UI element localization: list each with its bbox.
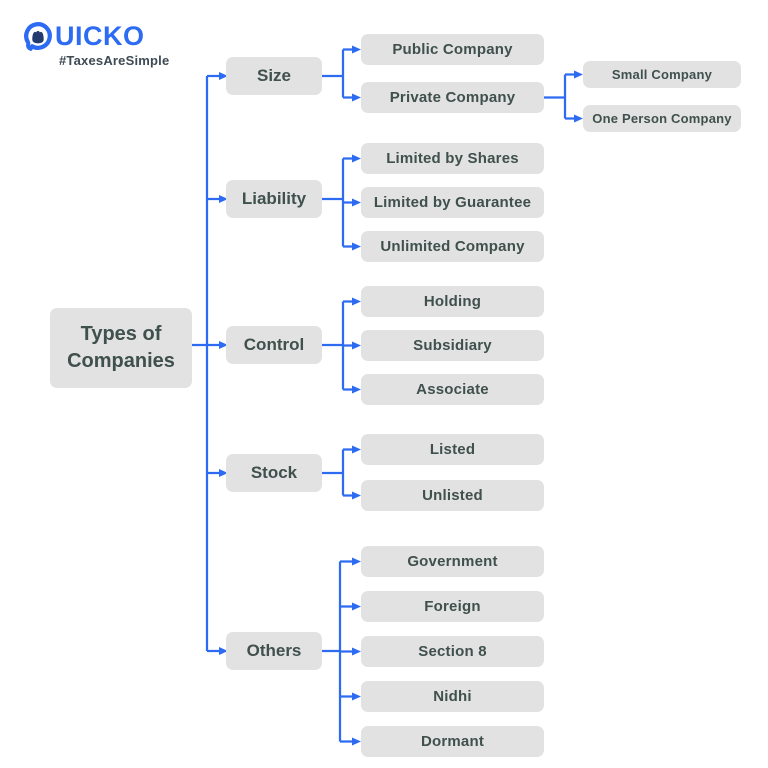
node-unlisted: Unlisted xyxy=(361,480,544,511)
node-limited-by-guarantee: Limited by Guarantee xyxy=(361,187,544,218)
brand-name: UICKO xyxy=(55,20,145,51)
node-size: Size xyxy=(226,57,322,95)
node-dormant: Dormant xyxy=(361,726,544,757)
node-control: Control xyxy=(226,326,322,364)
node-unlimited-company: Unlimited Company xyxy=(361,231,544,262)
node-nidhi: Nidhi xyxy=(361,681,544,712)
node-stock: Stock xyxy=(226,454,322,492)
node-private-company: Private Company xyxy=(361,82,544,113)
node-government: Government xyxy=(361,546,544,577)
node-subsidiary: Subsidiary xyxy=(361,330,544,361)
node-section-8: Section 8 xyxy=(361,636,544,667)
node-limited-by-shares: Limited by Shares xyxy=(361,143,544,174)
node-holding: Holding xyxy=(361,286,544,317)
node-one-person-company: One Person Company xyxy=(583,105,741,132)
quicko-logo: UICKO #TaxesAreSimple xyxy=(22,20,169,68)
node-small-company: Small Company xyxy=(583,61,741,88)
node-foreign: Foreign xyxy=(361,591,544,622)
node-associate: Associate xyxy=(361,374,544,405)
brand-tagline: #TaxesAreSimple xyxy=(59,53,170,68)
node-liability: Liability xyxy=(226,180,322,218)
node-others: Others xyxy=(226,632,322,670)
node-public-company: Public Company xyxy=(361,34,544,65)
quicko-q-ring-icon xyxy=(24,22,52,51)
node-listed: Listed xyxy=(361,434,544,465)
node-types-of-companies: Types of Companies xyxy=(50,308,192,388)
